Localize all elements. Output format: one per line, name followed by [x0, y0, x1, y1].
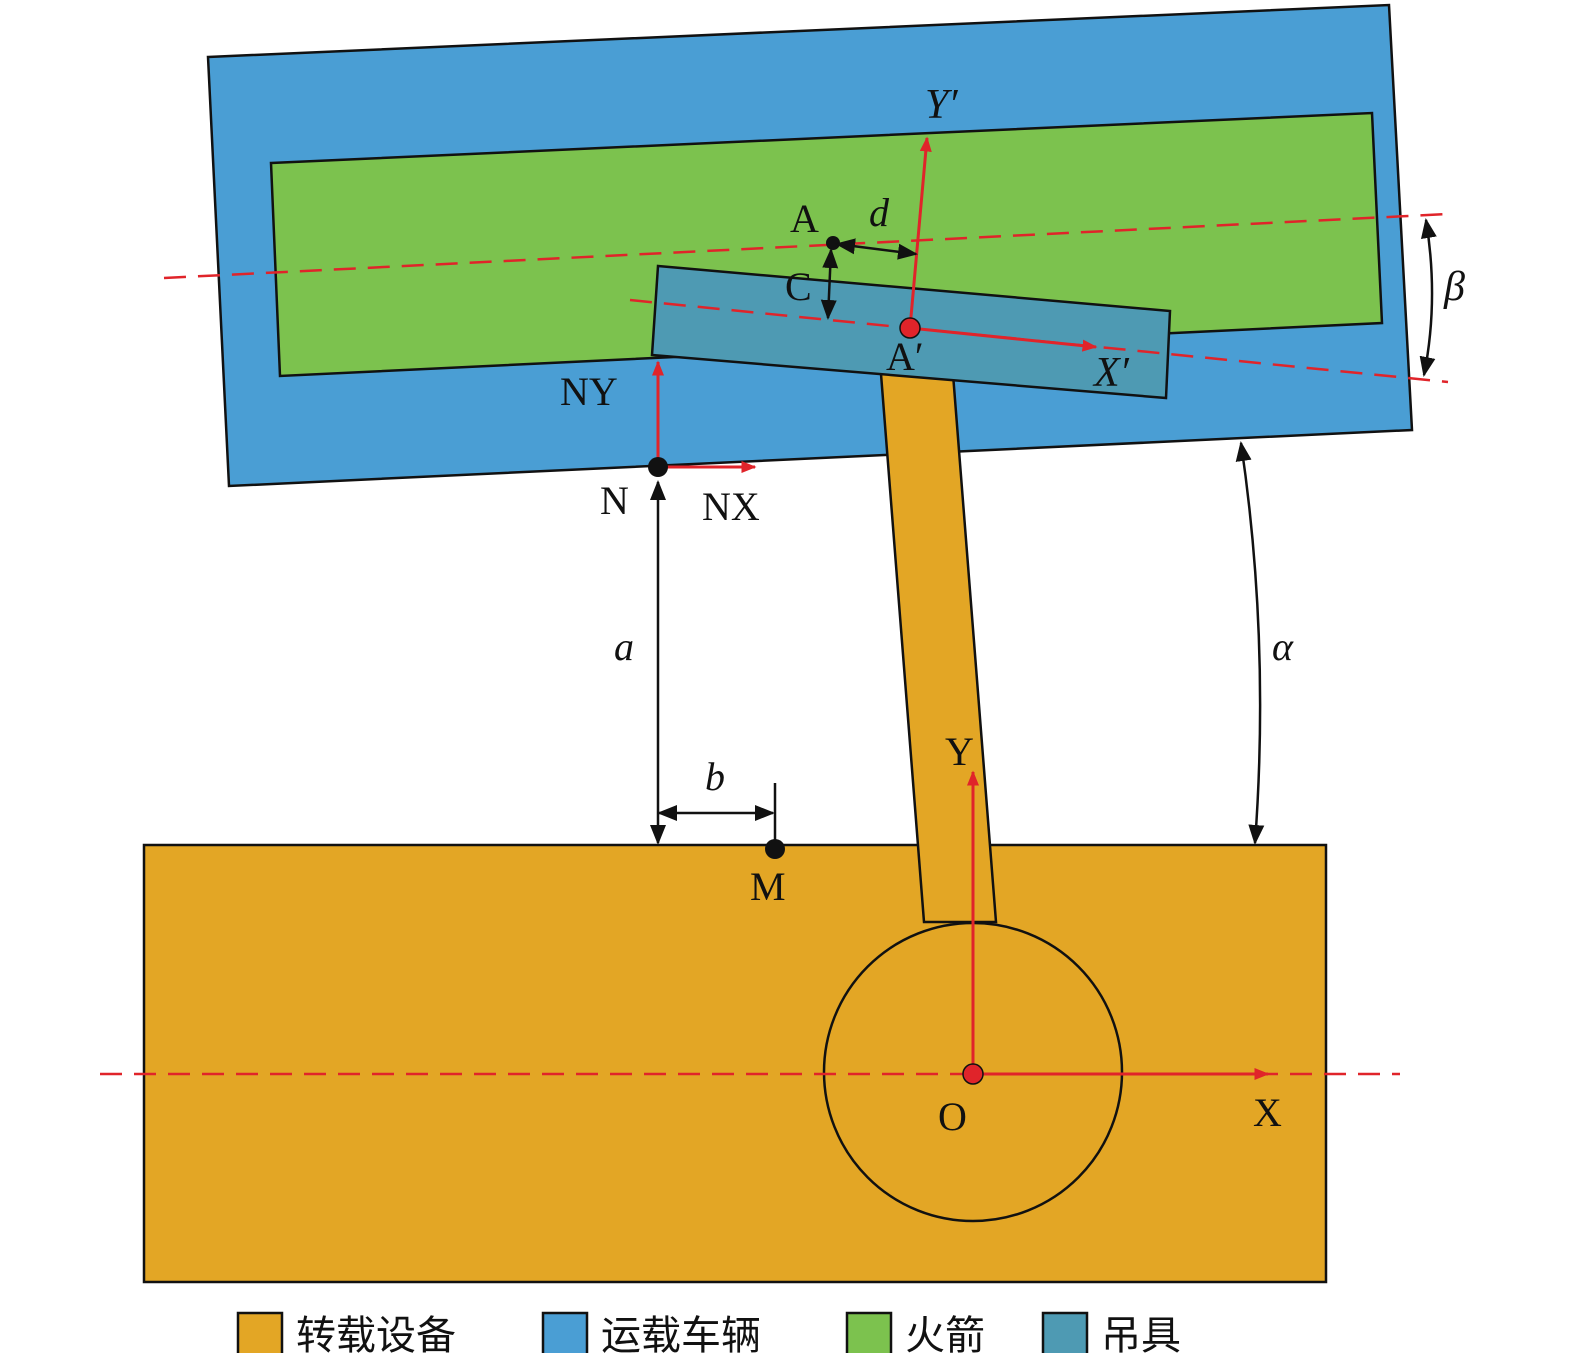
legend-item-transport-vehicle: 运载车辆: [541, 1311, 761, 1353]
legend: 转载设备 运载车辆 火箭 吊具: [236, 1311, 1181, 1353]
label-beta: β: [1443, 264, 1465, 310]
legend-label-rocket: 火箭: [905, 1313, 985, 1353]
x-prime-axis: [909, 326, 1098, 352]
legend-swatch-transport-vehicle: [541, 1311, 589, 1353]
legend-item-rocket: 火箭: [845, 1311, 985, 1353]
label-n: N: [600, 478, 629, 523]
legend-swatch-transfer-equipment: [236, 1311, 284, 1353]
point-a-prime: [899, 317, 921, 339]
label-a-length: a: [614, 624, 634, 669]
point-o: [962, 1063, 984, 1085]
label-o: O: [938, 1094, 967, 1139]
legend-swatch-rocket: [845, 1311, 893, 1353]
legend-item-sling: 吊具: [1041, 1311, 1181, 1353]
y-prime-axis: [908, 136, 932, 329]
label-c: C: [785, 264, 812, 309]
c-dimension: [820, 248, 839, 320]
label-a-prime: A′: [886, 334, 924, 379]
legend-label-transport-vehicle: 运载车辆: [601, 1313, 761, 1353]
d-dimension: [835, 238, 918, 260]
label-m: M: [750, 864, 786, 909]
point-m: [765, 839, 785, 859]
beta-dimension: [1419, 218, 1437, 377]
rocket-centerline: [163, 212, 1449, 280]
legend-item-transfer-equipment: 转载设备: [236, 1311, 456, 1353]
label-x-prime: X′: [1092, 350, 1130, 396]
label-d: d: [869, 190, 890, 235]
label-alpha: α: [1272, 624, 1294, 669]
label-x: X: [1253, 1090, 1282, 1135]
label-a-point: A: [790, 196, 819, 241]
label-y: Y: [945, 729, 974, 774]
point-n: [648, 457, 668, 477]
label-b: b: [705, 754, 725, 799]
label-y-prime: Y′: [925, 82, 958, 128]
legend-swatch-sling: [1041, 1311, 1089, 1353]
alpha-dimension: [1235, 441, 1265, 845]
boom-arm: [879, 372, 998, 924]
label-ny: NY: [560, 369, 618, 414]
legend-label-transfer-equipment: 转载设备: [296, 1313, 456, 1353]
transfer-equipment-base: [142, 843, 1328, 1284]
legend-label-sling: 吊具: [1101, 1313, 1181, 1353]
label-nx: NX: [702, 484, 760, 529]
